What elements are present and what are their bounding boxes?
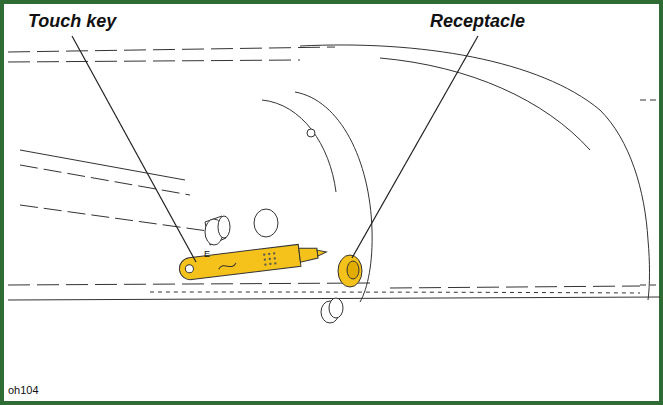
part-name: Touch key — [28, 12, 116, 32]
figure-code: oh104 — [8, 384, 39, 396]
leader-lines — [72, 36, 478, 262]
receptacle-illustration — [338, 255, 362, 287]
dashboard-outline — [8, 45, 660, 302]
dashboard-controls — [205, 129, 343, 323]
touch-key-illustration — [178, 241, 328, 281]
key-marking: E — [204, 250, 210, 260]
part-name: Receptacle — [430, 12, 525, 32]
